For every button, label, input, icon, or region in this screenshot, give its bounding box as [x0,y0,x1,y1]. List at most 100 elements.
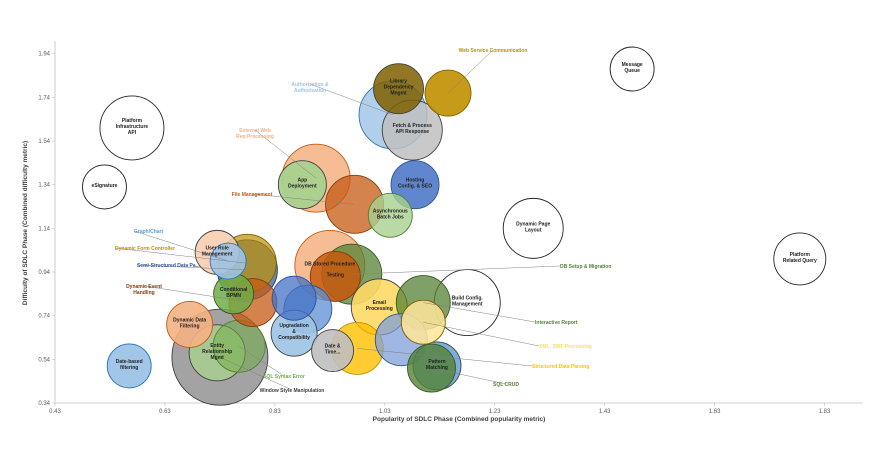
x-tick-label: 1.43 [599,409,611,415]
leader-line [133,230,229,262]
bubble-app-deployment [277,160,327,210]
bubble-label-esignature: eSignature [92,183,118,189]
bubble-dynamic-data-filtering [166,300,214,348]
y-tick-label: 0.54 [38,357,50,363]
bubble-label-line: Dynamic Form Controller [115,246,175,252]
leader-line [136,264,248,271]
bubble-label-line: Structured Data Parsing [532,364,589,370]
bubble-label-line: Semi-Structured Data Pa... [137,263,200,269]
bubble-label-build-config-management: Build Config.Management [452,296,484,308]
bubble-blue-a [271,275,317,321]
bubble-label-line: Graph/Chart [134,229,164,235]
bubble-label-line: Queue [624,68,640,74]
y-tick-label: 0.94 [38,270,50,276]
x-tick-label: 1.83 [819,409,831,415]
y-tick-label: 0.34 [38,401,50,407]
bubble-labels: Window Style Manipulation Build Config.Ma… [92,48,817,394]
bubble-label-line: filtering [120,365,138,371]
bubble-label-line: Fetch & Process [393,123,432,129]
bubble-label-line: eSignature [92,183,118,189]
bubble-label-db-setup-migration: DB Setup & Migration [560,264,611,270]
bubble-message-queue [609,46,655,92]
bubble-label-graph-chart: Graph/Chart [134,229,164,235]
bubble-label-testing: Testing [327,272,344,278]
bubble-label-line: Config. & SEO [398,184,432,190]
y-tick-label: 1.94 [38,52,50,58]
bubble-label-line: Upgradation [279,323,308,329]
bubble-label-authorization-authorization: Authorization &Authorization [291,82,329,94]
bubble-label-line: Build Config. [452,296,484,302]
bubble-label-line: Dependency [384,85,414,91]
bubble-label-line: Interactive Report [535,320,578,326]
bubble-label-line: & [292,329,296,335]
bubble-label-line: SQL CRUD [493,382,519,388]
bubble-label-line: Compatibility [278,335,310,341]
bubble-label-line: Window Style Manipulation [260,388,325,394]
bubble-label-line: Time... [325,350,341,356]
leader-line [254,129,317,179]
x-tick-label: 0.63 [159,409,171,415]
leader-line [431,367,507,385]
bubble-label-line: DB Stored Procedure [305,261,356,267]
bubble-label-line: Pattern [428,359,445,365]
bubble-label-line: Asynchronous [373,208,408,214]
leader-line [423,302,536,323]
bubble-label-line: BPMN [226,293,241,299]
y-tick-label: 1.34 [38,183,50,189]
bubble-asynchronous-batch-jobs [367,192,413,238]
bubble-label-line: Testing [327,272,344,278]
bubble-label-line: Infrastructure [116,124,149,130]
leader-lines [114,49,561,391]
bubble-platform-infrastructure-api [99,95,165,161]
bubble-label-line: Authorization [294,88,326,94]
bubble-label-line: Platform [122,118,143,124]
bubble-label-line: Management [452,302,483,308]
bubble-label-line: Library [390,79,407,85]
leader-line [357,348,533,367]
y-tick-label: 1.54 [38,139,50,145]
bubble-label-line: App [297,178,307,184]
bubble-label-line: External Web [239,128,271,134]
bubble-dynamic-page-layout [502,197,564,259]
bubble-label-web-service-communication: Web Service Communication [459,48,528,54]
bubble-label-line: Mngmt [390,91,407,97]
bubble-label-line: Web Service Communication [459,48,528,54]
bubble-label-line: Batch Jobs [377,214,404,220]
bubble-label-line: Req Processing [236,134,274,140]
bubble-label-line: Layout [525,227,542,233]
x-tick-label: 1.23 [489,409,501,415]
bubble-label-file-management: File Management [232,192,273,198]
leader-line [251,193,355,205]
bubble-label-line: SQL Syntax Error [263,374,305,380]
leader-line [423,321,540,347]
leader-line [351,265,561,275]
bubble-label-semi-structured-data-pa: Semi-Structured Data Pa... [137,263,200,269]
bubble-label-line: DB Setup & Migration [560,264,611,270]
leader-line [219,356,293,391]
bubble-library-dependency-mngmt [373,63,424,115]
bubble-date-time [311,329,355,373]
leader-line [238,346,285,377]
bubble-label-line: Message [622,62,643,68]
bubble-label-line: Relationship [202,349,232,355]
bubble-hosting-config-seo [390,160,440,210]
y-tick-label: 1.74 [38,95,50,101]
x-tick-label: 0.43 [49,409,61,415]
bubble-label-line: Handling [133,290,154,296]
leader-line [114,247,248,264]
bubble-label-line: XML, SWF Processing [539,344,592,350]
bubble-label-upgradation-compatibility: Upgradation&Compatibility [278,323,310,341]
